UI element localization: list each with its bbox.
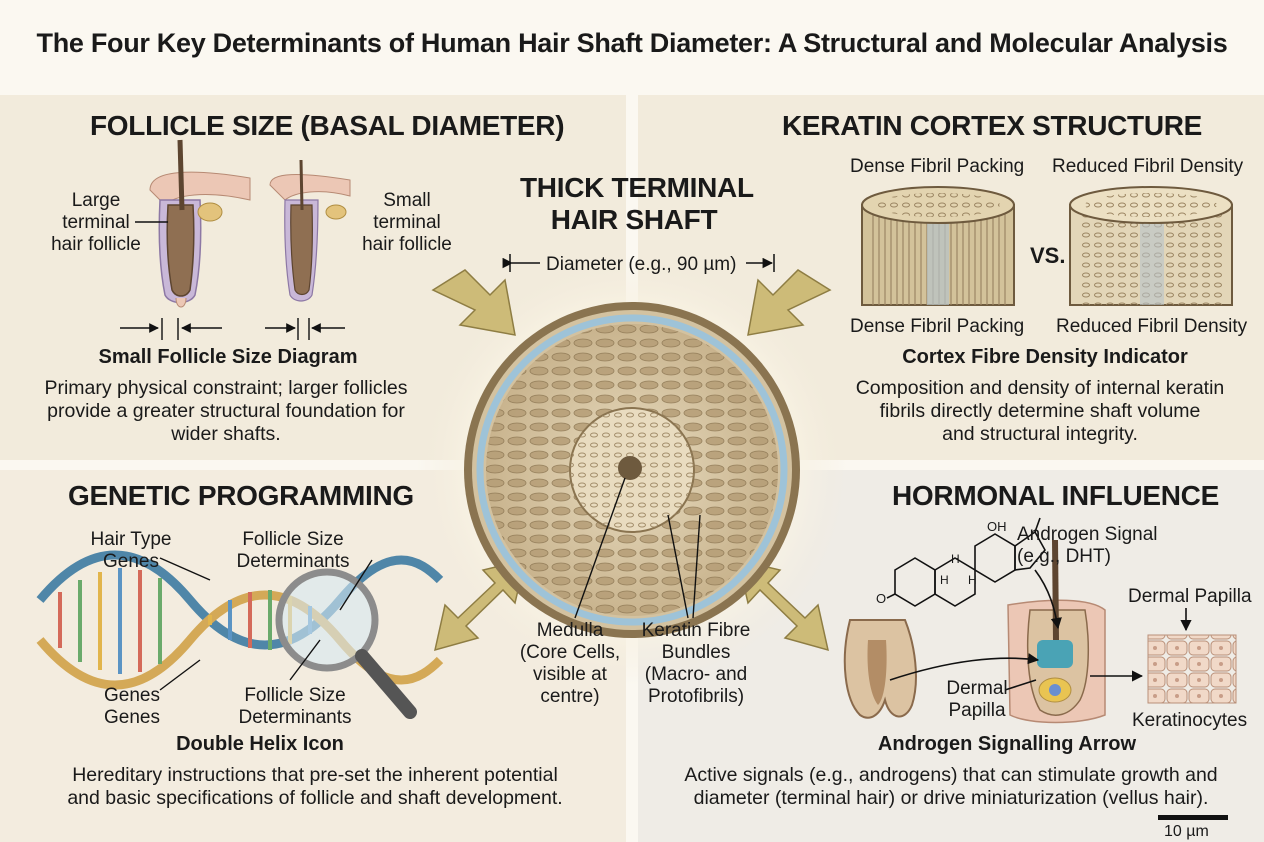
dermal-papilla-label-line: Papilla [948, 700, 1006, 721]
genes-label-line: Genes [104, 685, 160, 706]
follicle-size-determinants-top-label: Follicle Size Determinants [232, 529, 354, 573]
hormonal-description-line: diameter (terminal hair) or drive miniat… [693, 787, 1209, 809]
large-follicle-illustration [149, 139, 251, 308]
h-label-2: H [940, 573, 949, 587]
small-follicle-label-line: hair follicle [362, 234, 452, 255]
medulla-label-line: Medulla [536, 620, 604, 641]
h-label-3: H [968, 573, 977, 587]
large-follicle-label-line: terminal [62, 212, 130, 233]
vs-label: VS. [1030, 243, 1066, 268]
keratin-label-line: Keratin Fibre [641, 620, 751, 641]
cortex-description-line: Composition and density of internal kera… [855, 377, 1225, 399]
medulla-label-line: visible at [533, 664, 607, 685]
androgen-molecule [886, 517, 1046, 607]
follicle-size-determinants-bottom-label: Follicle Size Determinants [234, 685, 356, 729]
follicle-size-top-label-line: Follicle Size [242, 529, 344, 550]
dermal-papilla-label-line: Dermal [946, 678, 1008, 699]
cortex-description-line: fibrils directly determine shaft volume [879, 400, 1201, 422]
cortex-description: Composition and density of internal kera… [830, 377, 1250, 446]
terminal-follicle-hormonal [1007, 539, 1106, 724]
medulla-label-line: (Core Cells, [519, 642, 621, 663]
large-follicle-label: Large terminal hair follicle [40, 190, 152, 256]
keratin-bundles-label: Keratin Fibre Bundles (Macro- and Protof… [634, 620, 758, 708]
large-follicle-label-line: Large [71, 190, 121, 211]
reduced-fibril-cylinder [1069, 186, 1233, 306]
hair-shaft-cross-section [464, 302, 800, 638]
androgen-signal-label: Androgen Signal (e.g., DHT) [1017, 524, 1158, 568]
genetic-heading: GENETIC PROGRAMMING [68, 480, 414, 511]
keratin-label-line: Bundles [661, 642, 731, 663]
dense-fibril-cylinder [861, 186, 1015, 306]
arrow-from-cortex [747, 269, 832, 336]
large-follicle-label-line: hair follicle [51, 234, 141, 255]
follicle-description-line: provide a greater structural foundation … [47, 400, 405, 422]
keratin-label-line: Protofibrils) [647, 686, 745, 707]
vellus-follicle-illustration [843, 619, 917, 719]
diameter-label: Diameter (e.g., 90 µm) [546, 254, 737, 275]
keratinocytes-label: Keratinocytes [1132, 710, 1248, 731]
follicle-size-bottom-label-line: Follicle Size [244, 685, 346, 706]
center-title-line-1: THICK TERMINAL [520, 172, 754, 203]
androgen-label-line: (e.g., DHT) [1017, 546, 1111, 567]
hair-type-label-line: Genes [103, 551, 159, 572]
genetic-description: Hereditary instructions that pre-set the… [20, 764, 610, 810]
dense-fibril-bottom-label: Dense Fibril Packing [850, 316, 1025, 337]
o-label: O [876, 591, 887, 606]
genetic-description-line: Hereditary instructions that pre-set the… [72, 764, 558, 786]
small-follicle-illustration [269, 159, 351, 302]
follicle-description: Primary physical constraint; larger foll… [16, 377, 436, 446]
follicle-description-line: Primary physical constraint; larger foll… [44, 377, 408, 399]
scale-bar [1158, 815, 1228, 820]
double-helix-illustration [36, 550, 444, 719]
reduced-fibril-bottom-label: Reduced Fibril Density [1056, 316, 1248, 337]
follicle-size-top-label-line: Determinants [236, 551, 350, 572]
page-title: The Four Key Determinants of Human Hair … [36, 28, 1228, 58]
genetic-caption: Double Helix Icon [176, 733, 344, 755]
center-title-line-2: HAIR SHAFT [550, 204, 718, 235]
diameter-bracket [502, 254, 775, 272]
keratinocytes-illustration [1147, 634, 1237, 704]
hair-type-label-line: Hair Type [90, 529, 172, 550]
hormonal-description-line: Active signals (e.g., androgens) that ca… [684, 764, 1218, 786]
medulla-label: Medulla (Core Cells, visible at centre) [518, 620, 622, 708]
medulla-pointer [574, 477, 626, 619]
follicle-size-bottom-label-line: Determinants [238, 707, 352, 728]
dermal-papilla-left-label: Dermal Papilla [944, 678, 1010, 722]
genetic-description-line: and basic specifications of follicle and… [67, 787, 563, 809]
keratin-label-line: (Macro- and [644, 664, 748, 685]
hormonal-heading: HORMONAL INFLUENCE [892, 480, 1219, 511]
medulla-label-line: centre) [540, 686, 600, 707]
hormonal-caption: Androgen Signalling Arrow [877, 733, 1137, 755]
small-follicle-label: Small terminal hair follicle [352, 190, 462, 256]
oh-label: OH [987, 519, 1007, 534]
hair-type-genes-label: Hair Type Genes [76, 529, 186, 573]
dense-fibril-top-label: Dense Fibril Packing [850, 156, 1025, 177]
h-label-1: H [951, 552, 960, 566]
genes-label-line: Genes [104, 707, 160, 728]
follicle-heading: FOLLICLE SIZE (BASAL DIAMETER) [90, 110, 565, 141]
cortex-heading: KERATIN CORTEX STRUCTURE [782, 110, 1203, 141]
keratin-pointer-1 [667, 514, 689, 619]
cortex-description-line: and structural integrity. [942, 423, 1138, 445]
genes-label: Genes Genes [90, 685, 174, 729]
scale-bar-label: 10 µm [1164, 823, 1209, 840]
androgen-label-line: Androgen Signal [1017, 524, 1158, 545]
keratin-pointer-2 [692, 514, 701, 619]
follicle-caption: Small Follicle Size Diagram [98, 346, 358, 368]
arrow-from-follicle [431, 269, 516, 336]
small-follicle-label-line: terminal [373, 212, 441, 233]
center-title: THICK TERMINAL HAIR SHAFT [520, 172, 754, 236]
follicle-description-line: wider shafts. [171, 423, 281, 445]
reduced-fibril-top-label: Reduced Fibril Density [1052, 156, 1244, 177]
small-follicle-label-line: Small [383, 190, 431, 211]
dermal-papilla-top-label: Dermal Papilla [1128, 586, 1252, 607]
hormonal-description: Active signals (e.g., androgens) that ca… [648, 764, 1254, 810]
cortex-caption: Cortex Fibre Density Indicator [902, 346, 1188, 368]
